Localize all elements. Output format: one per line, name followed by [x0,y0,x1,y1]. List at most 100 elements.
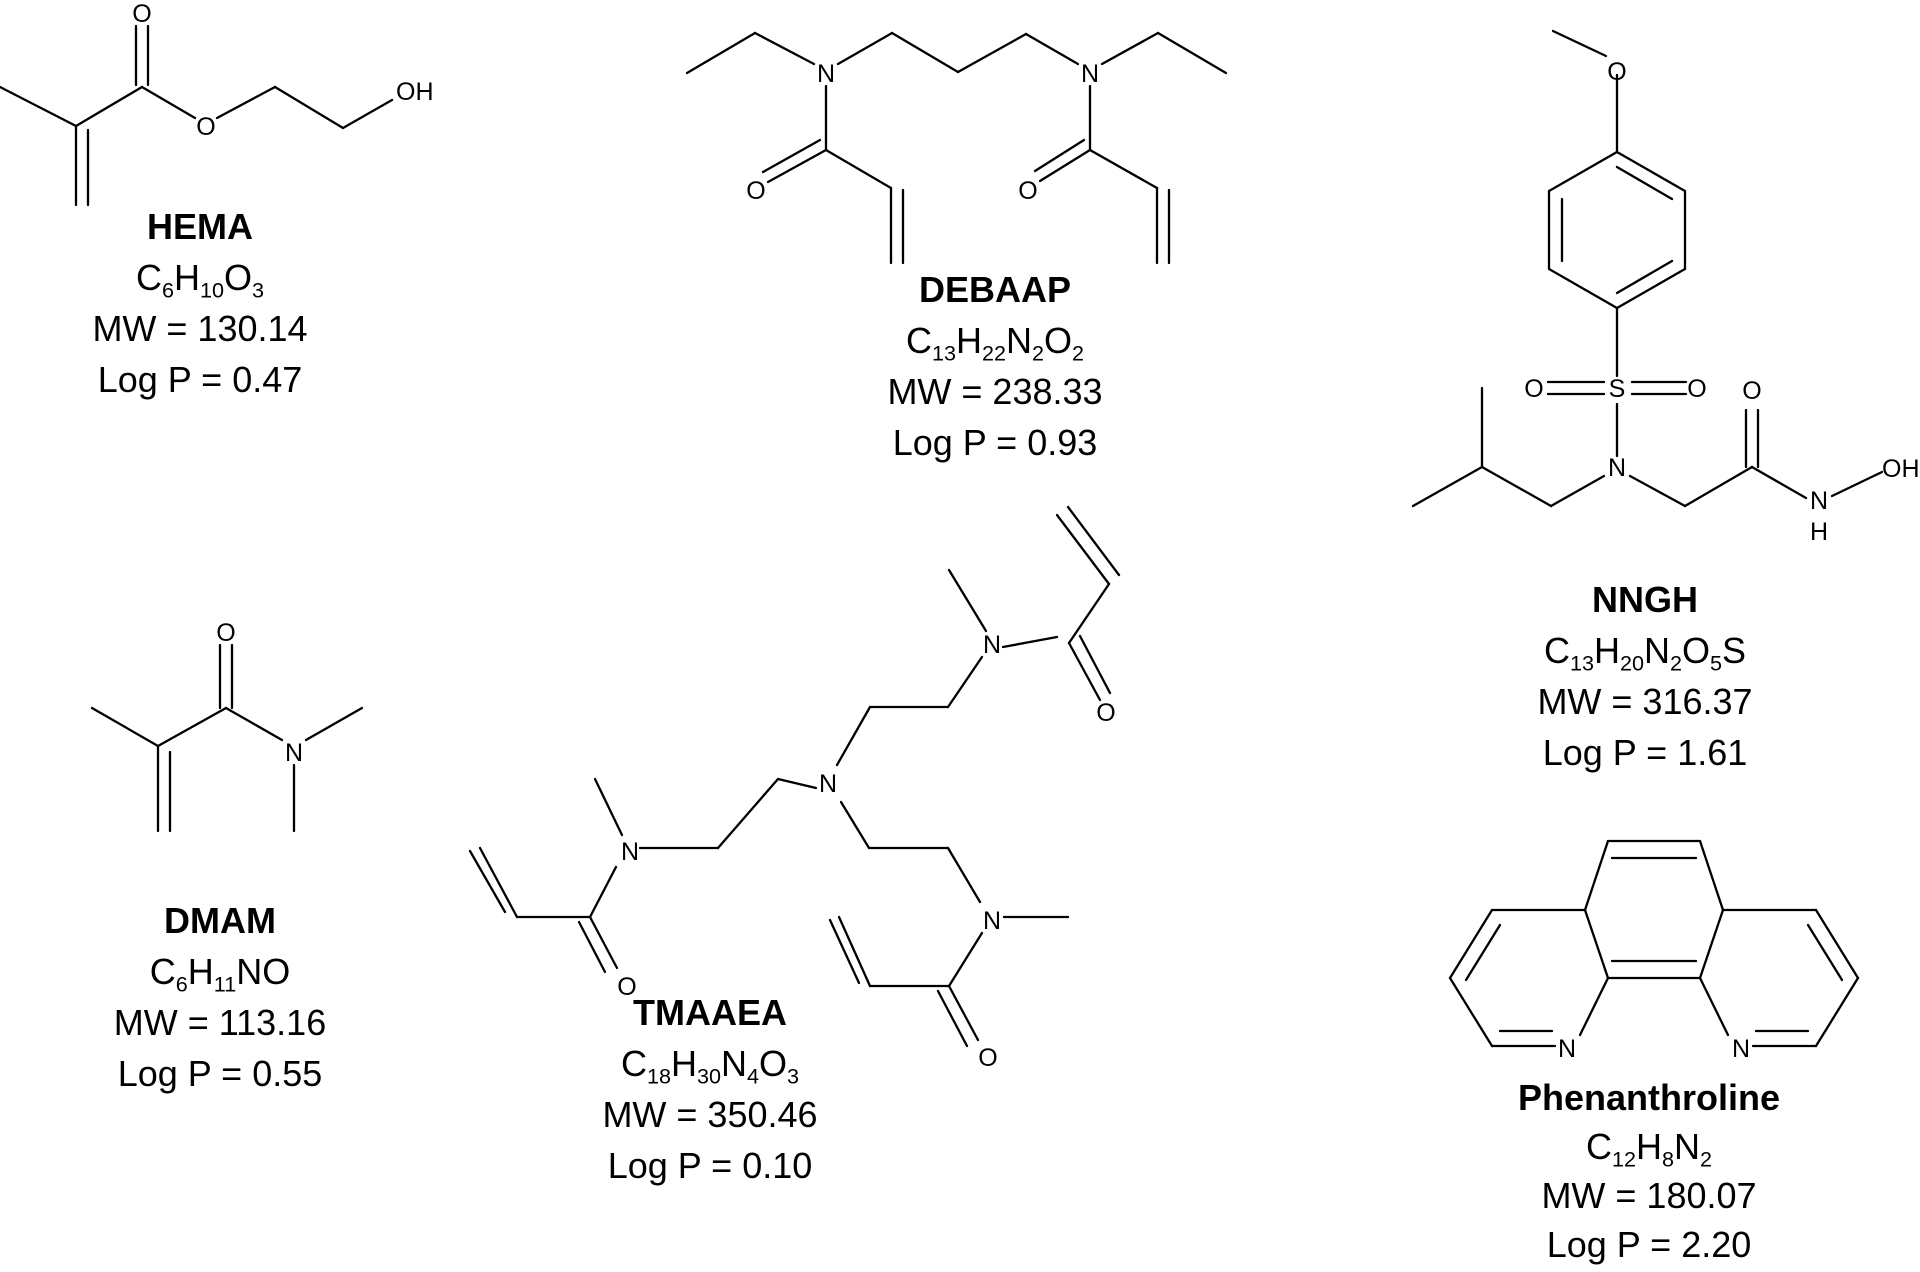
formula-element: H [955,320,982,361]
formula-element: O [224,257,253,298]
atom-o: O [1607,58,1626,86]
compound-mw: MW = 180.07 [1541,1175,1757,1216]
atom-o: O [1687,375,1706,403]
compound-formula: C13H22N2O2 [775,315,1215,366]
formula-subscript: 11 [213,971,237,997]
atom-n: N [1081,60,1099,88]
compound-logp: Log P = 0.55 [117,1053,323,1094]
compound-mw: MW = 350.46 [602,1094,818,1135]
compound-name: HEMA [147,206,253,247]
formula-element: C [149,951,176,992]
formula-subscript: 3 [252,277,265,303]
compound-formula: C18H30N4O3 [490,1038,930,1089]
compound-mw: MW = 130.14 [92,308,308,349]
formula-element: C [135,257,162,298]
formula-element: N [1006,320,1032,361]
formula-element: S [1722,630,1747,671]
formula-element: C [1585,1126,1612,1167]
atom-n: N [1732,1035,1750,1063]
compound-name: Phenanthroline [1517,1077,1781,1118]
atom-n: N [983,907,1001,935]
compound-formula: C6H11NO [0,946,440,997]
formula-element: O [1044,320,1073,361]
atom-o: O [1096,699,1115,727]
formula-element: H [187,951,214,992]
formula-subscript: 22 [981,340,1006,366]
compound-logp: Log P = 0.10 [607,1145,813,1186]
atom-h: H [1810,518,1828,546]
formula-subscript: 13 [1569,650,1594,676]
atom-n: N [1608,454,1626,482]
caption-tmaaea: TMAAEA C18H30N4O3 MW = 350.46 Log P = 0.… [490,987,930,1191]
formula-subscript: 18 [646,1063,671,1089]
atom-o: O [617,973,636,1001]
formula-subscript: 13 [931,340,956,366]
atom-n: N [1558,1035,1576,1063]
hema-structure: O O OH [0,0,434,207]
compound-name: NNGH [1592,579,1698,620]
formula-element: H [670,1043,697,1084]
formula-subscript: 6 [161,277,174,303]
compound-formula: C6H10O3 [0,252,420,303]
nngh-structure: O S O O N O N H OH [1411,29,1920,546]
dmam-structure: O N [90,619,364,833]
compound-name: DMAM [164,900,276,941]
atom-n: N [983,631,1001,659]
formula-subscript: 3 [787,1063,800,1089]
caption-debaap: DEBAAP C13H22N2O2 MW = 238.33 Log P = 0.… [775,264,1215,468]
formula-subscript: 20 [1619,650,1644,676]
atom-n: N [1810,487,1828,515]
phenanthroline-structure: N N [1448,839,1860,1063]
formula-subscript: 2 [1700,1146,1713,1172]
debaap-structure: N N O O [685,31,1228,265]
formula-subscript: 2 [1072,340,1085,366]
atom-o: O [978,1044,997,1072]
atom-o: O [1742,377,1761,405]
formula-subscript: 5 [1710,650,1723,676]
atom-o: O [746,177,765,205]
formula-element: N [1674,1126,1701,1167]
compound-logp: Log P = 0.47 [97,359,303,400]
formula-subscript: 6 [175,971,188,997]
compound-formula: C13H20N2O5S [1425,625,1865,676]
atom-n: N [819,770,837,798]
tmaaea-structure: N O N N O N O [468,505,1121,1072]
atom-n: N [621,838,639,866]
formula-element: H [1593,630,1620,671]
atom-n: N [285,739,303,767]
compound-name: DEBAAP [918,269,1071,310]
formula-subscript: 4 [747,1063,760,1089]
atom-s: S [1609,375,1626,403]
formula-element: NO [236,951,291,992]
formula-element: N [1644,630,1670,671]
compound-mw: MW = 238.33 [887,371,1103,412]
compound-logp: Log P = 2.20 [1546,1224,1752,1265]
caption-dmam: DMAM C6H11NO MW = 113.16 Log P = 0.55 [0,895,440,1099]
formula-element: O [1682,630,1711,671]
atom-o: O [196,113,215,141]
atom-o: O [216,619,235,647]
formula-subscript: 2 [1670,650,1683,676]
formula-subscript: 30 [696,1063,721,1089]
formula-element: C [620,1043,647,1084]
compound-mw: MW = 113.16 [113,1002,327,1043]
atom-oh: OH [396,78,434,106]
formula-subscript: 12 [1611,1146,1636,1172]
compound-logp: Log P = 1.61 [1542,732,1748,773]
formula-element: H [1636,1126,1662,1167]
atom-o: O [1018,177,1037,205]
atom-o: O [132,0,151,28]
caption-nngh: NNGH C13H20N2O5S MW = 316.37 Log P = 1.6… [1425,574,1865,778]
formula-element: H [173,257,200,298]
formula-element: C [905,320,932,361]
caption-phenanthroline: Phenanthroline C12H8N2 MW = 180.07 Log P… [1429,1073,1869,1269]
caption-hema: HEMA C6H10O3 MW = 130.14 Log P = 0.47 [0,201,420,405]
compound-name: TMAAEA [633,992,787,1033]
atom-o: O [1524,375,1543,403]
atom-oh: OH [1882,455,1920,483]
compound-mw: MW = 316.37 [1537,681,1753,722]
formula-element: O [759,1043,788,1084]
formula-element: C [1543,630,1570,671]
formula-subscript: 2 [1032,340,1045,366]
